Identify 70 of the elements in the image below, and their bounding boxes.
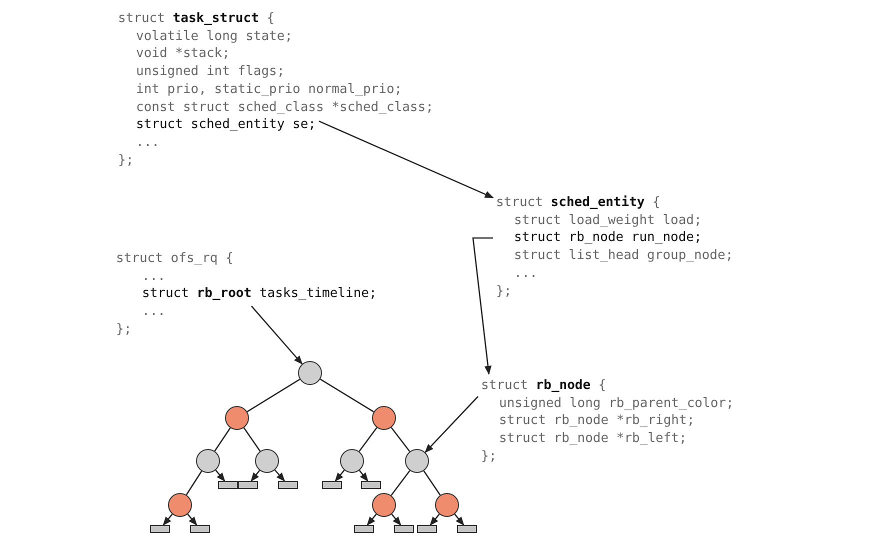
tree-link [246,378,300,412]
tree-node-circle [372,406,396,430]
tree-node-circle [298,361,322,385]
tree-node-circle [168,493,192,517]
arrow [366,514,377,526]
code-line: struct load_weight load; [513,212,702,230]
arrow [250,470,260,482]
tree-node-circle [340,449,364,473]
arrow [358,470,368,482]
code-line: struct rb_node { [481,377,606,395]
code-line: unsigned long rb_parent_color; [498,394,734,412]
code-line: }; [118,152,134,170]
null-leaf-bar [394,525,414,533]
tree-node-circle [372,493,396,517]
arrow [454,514,464,526]
null-leaf-bar [417,525,437,533]
tree-link [243,427,261,452]
arrow [472,237,493,375]
null-leaf-bar [190,525,210,533]
code-line: struct sched_entity { [496,194,660,212]
tree-node-circle [435,493,459,517]
tree-link [423,470,441,496]
code-line: struct sched_entity se; [118,116,316,134]
null-leaf-bar [238,481,258,489]
null-leaf-bar [361,481,381,489]
code-line: }; [481,448,497,466]
arrow [274,470,286,482]
null-leaf-bar [150,525,170,533]
tree-node-circle [225,406,249,430]
tree-link [320,378,374,412]
code-line: struct list_head group_node; [513,247,734,265]
arrow [215,470,226,482]
code-line: int prio, static_prio normal_prio; [135,80,402,99]
tree-node-circle [255,449,279,473]
code-line: }; [496,282,512,300]
tree-link [390,427,410,452]
code-line: ... [135,134,160,152]
tree-node-circle [405,449,429,473]
code-line: struct task_struct { [118,10,275,28]
code-line: ... [513,264,538,283]
tree-link [390,470,410,496]
code-line: void *stack; [135,45,230,64]
code-line: }; [116,320,132,339]
arrow [162,514,173,526]
null-leaf-bar [218,481,238,489]
code-line: ... [141,268,166,286]
arrow [424,396,478,453]
arrow [318,120,494,198]
tree-link [186,470,202,496]
code-line: ... [141,303,166,321]
code-line: struct ofs_rq { [116,250,234,268]
arrow [187,514,198,526]
tree-link [358,427,378,452]
code-line: struct rb_node *rb_right; [498,412,695,430]
null-leaf-bar [322,481,342,489]
tree-node-circle [196,449,220,473]
null-leaf-bar [354,525,374,533]
arrow [334,470,345,482]
code-line: struct rb_node *rb_left; [498,430,687,448]
code-line: struct rb_root tasks_timeline; [116,285,377,304]
arrow [251,306,303,365]
code-line: struct rb_node run_node; [496,229,702,248]
code-line: const struct sched_class *sched_class; [135,98,434,116]
arrow [430,514,440,526]
tree-link [214,428,231,452]
null-leaf-bar [457,525,477,533]
arrow [391,514,402,526]
code-line: unsigned int flags; [135,63,285,81]
null-leaf-bar [278,481,298,489]
code-line: volatile long state; [135,28,293,46]
